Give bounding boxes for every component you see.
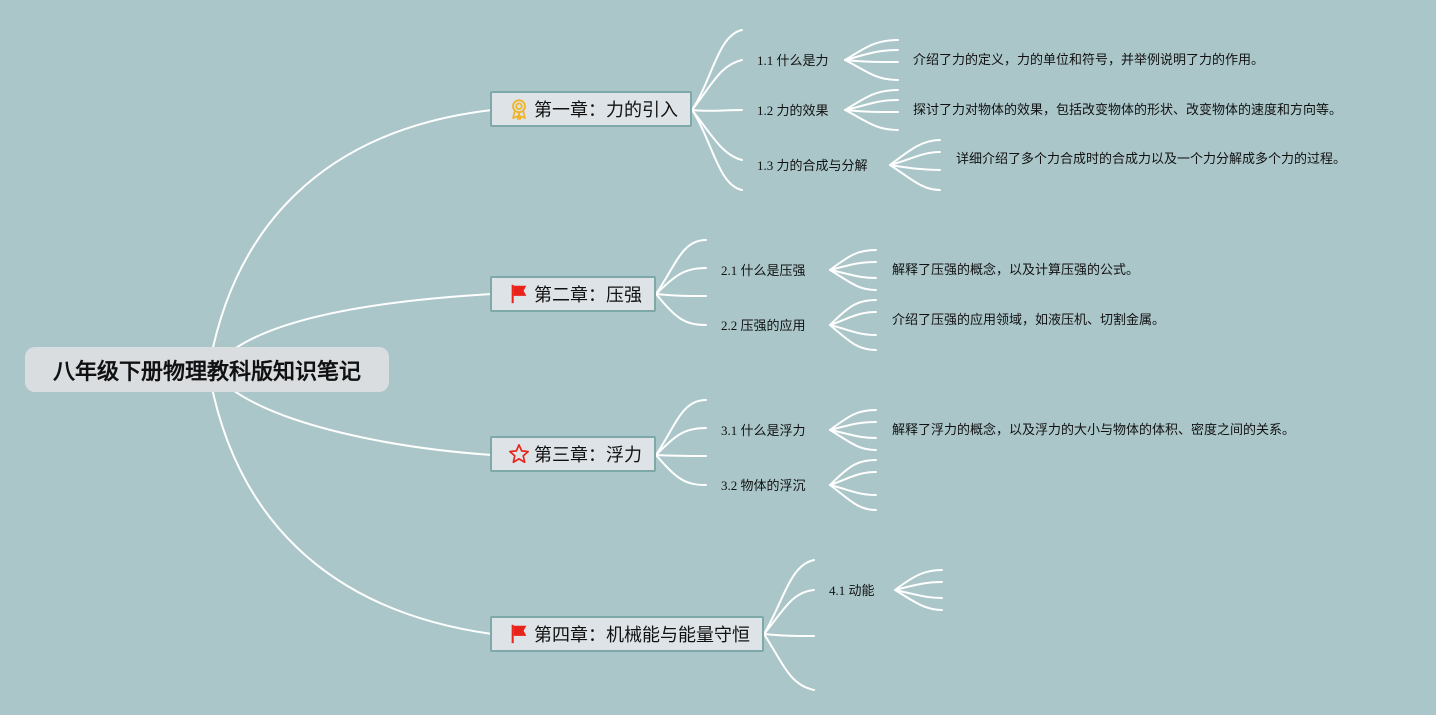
section-3-2[interactable]: 3.2 物体的浮沉 [721, 478, 806, 493]
red-flag-icon [508, 283, 530, 305]
section-2-2[interactable]: 2.2 压强的应用 [721, 318, 806, 333]
star-outline-icon [508, 443, 530, 465]
connector-root-ch1 [209, 109, 493, 363]
section-3-1-desc[interactable]: 解释了浮力的概念，以及浮力的大小与物体的体积、密度之间的关系。 [892, 423, 1296, 438]
connector-root-ch4 [209, 377, 493, 635]
section-1-1[interactable]: 1.1 什么是力 [757, 53, 829, 68]
section-2-1-desc[interactable]: 解释了压强的概念，以及计算压强的公式。 [892, 263, 1140, 278]
section-4-1[interactable]: 4.1 动能 [829, 583, 875, 598]
section-2-1[interactable]: 2.1 什么是压强 [721, 263, 806, 278]
chapter-2-topic[interactable]: 第二章：压强 [490, 276, 656, 312]
root-topic[interactable]: 八年级下册物理教科版知识笔记 [25, 347, 389, 392]
section-1-2-desc[interactable]: 探讨了力对物体的效果，包括改变物体的形状、改变物体的速度和方向等。 [913, 103, 1343, 118]
section-1-3[interactable]: 1.3 力的合成与分解 [757, 158, 868, 173]
chapter-3-title: 第三章：浮力 [534, 445, 642, 466]
chapter-4-title: 第四章：机械能与能量守恒 [534, 625, 750, 646]
award-ribbon-icon [508, 98, 530, 120]
section-1-2[interactable]: 1.2 力的效果 [757, 103, 829, 118]
section-2-2-desc[interactable]: 介绍了压强的应用领域，如液压机、切割金属。 [892, 313, 1166, 328]
connector-root-ch3 [229, 387, 493, 456]
chapter-2-title: 第二章：压强 [534, 285, 642, 306]
chapter-4-topic[interactable]: 第四章：机械能与能量守恒 [490, 616, 764, 652]
section-1-1-desc[interactable]: 介绍了力的定义，力的单位和符号，并举例说明了力的作用。 [913, 53, 1265, 68]
chapter-3-topic[interactable]: 第三章：浮力 [490, 436, 656, 472]
section-1-3-desc[interactable]: 详细介绍了多个力合成时的合成力以及一个力分解成多个力的过程。 [956, 152, 1347, 167]
chapter-1-topic[interactable]: 第一章：力的引入 [490, 91, 692, 127]
connector-root-ch2 [229, 293, 493, 353]
red-flag-icon [508, 623, 530, 645]
chapter-1-title: 第一章：力的引入 [534, 100, 678, 121]
section-3-1[interactable]: 3.1 什么是浮力 [721, 423, 806, 438]
